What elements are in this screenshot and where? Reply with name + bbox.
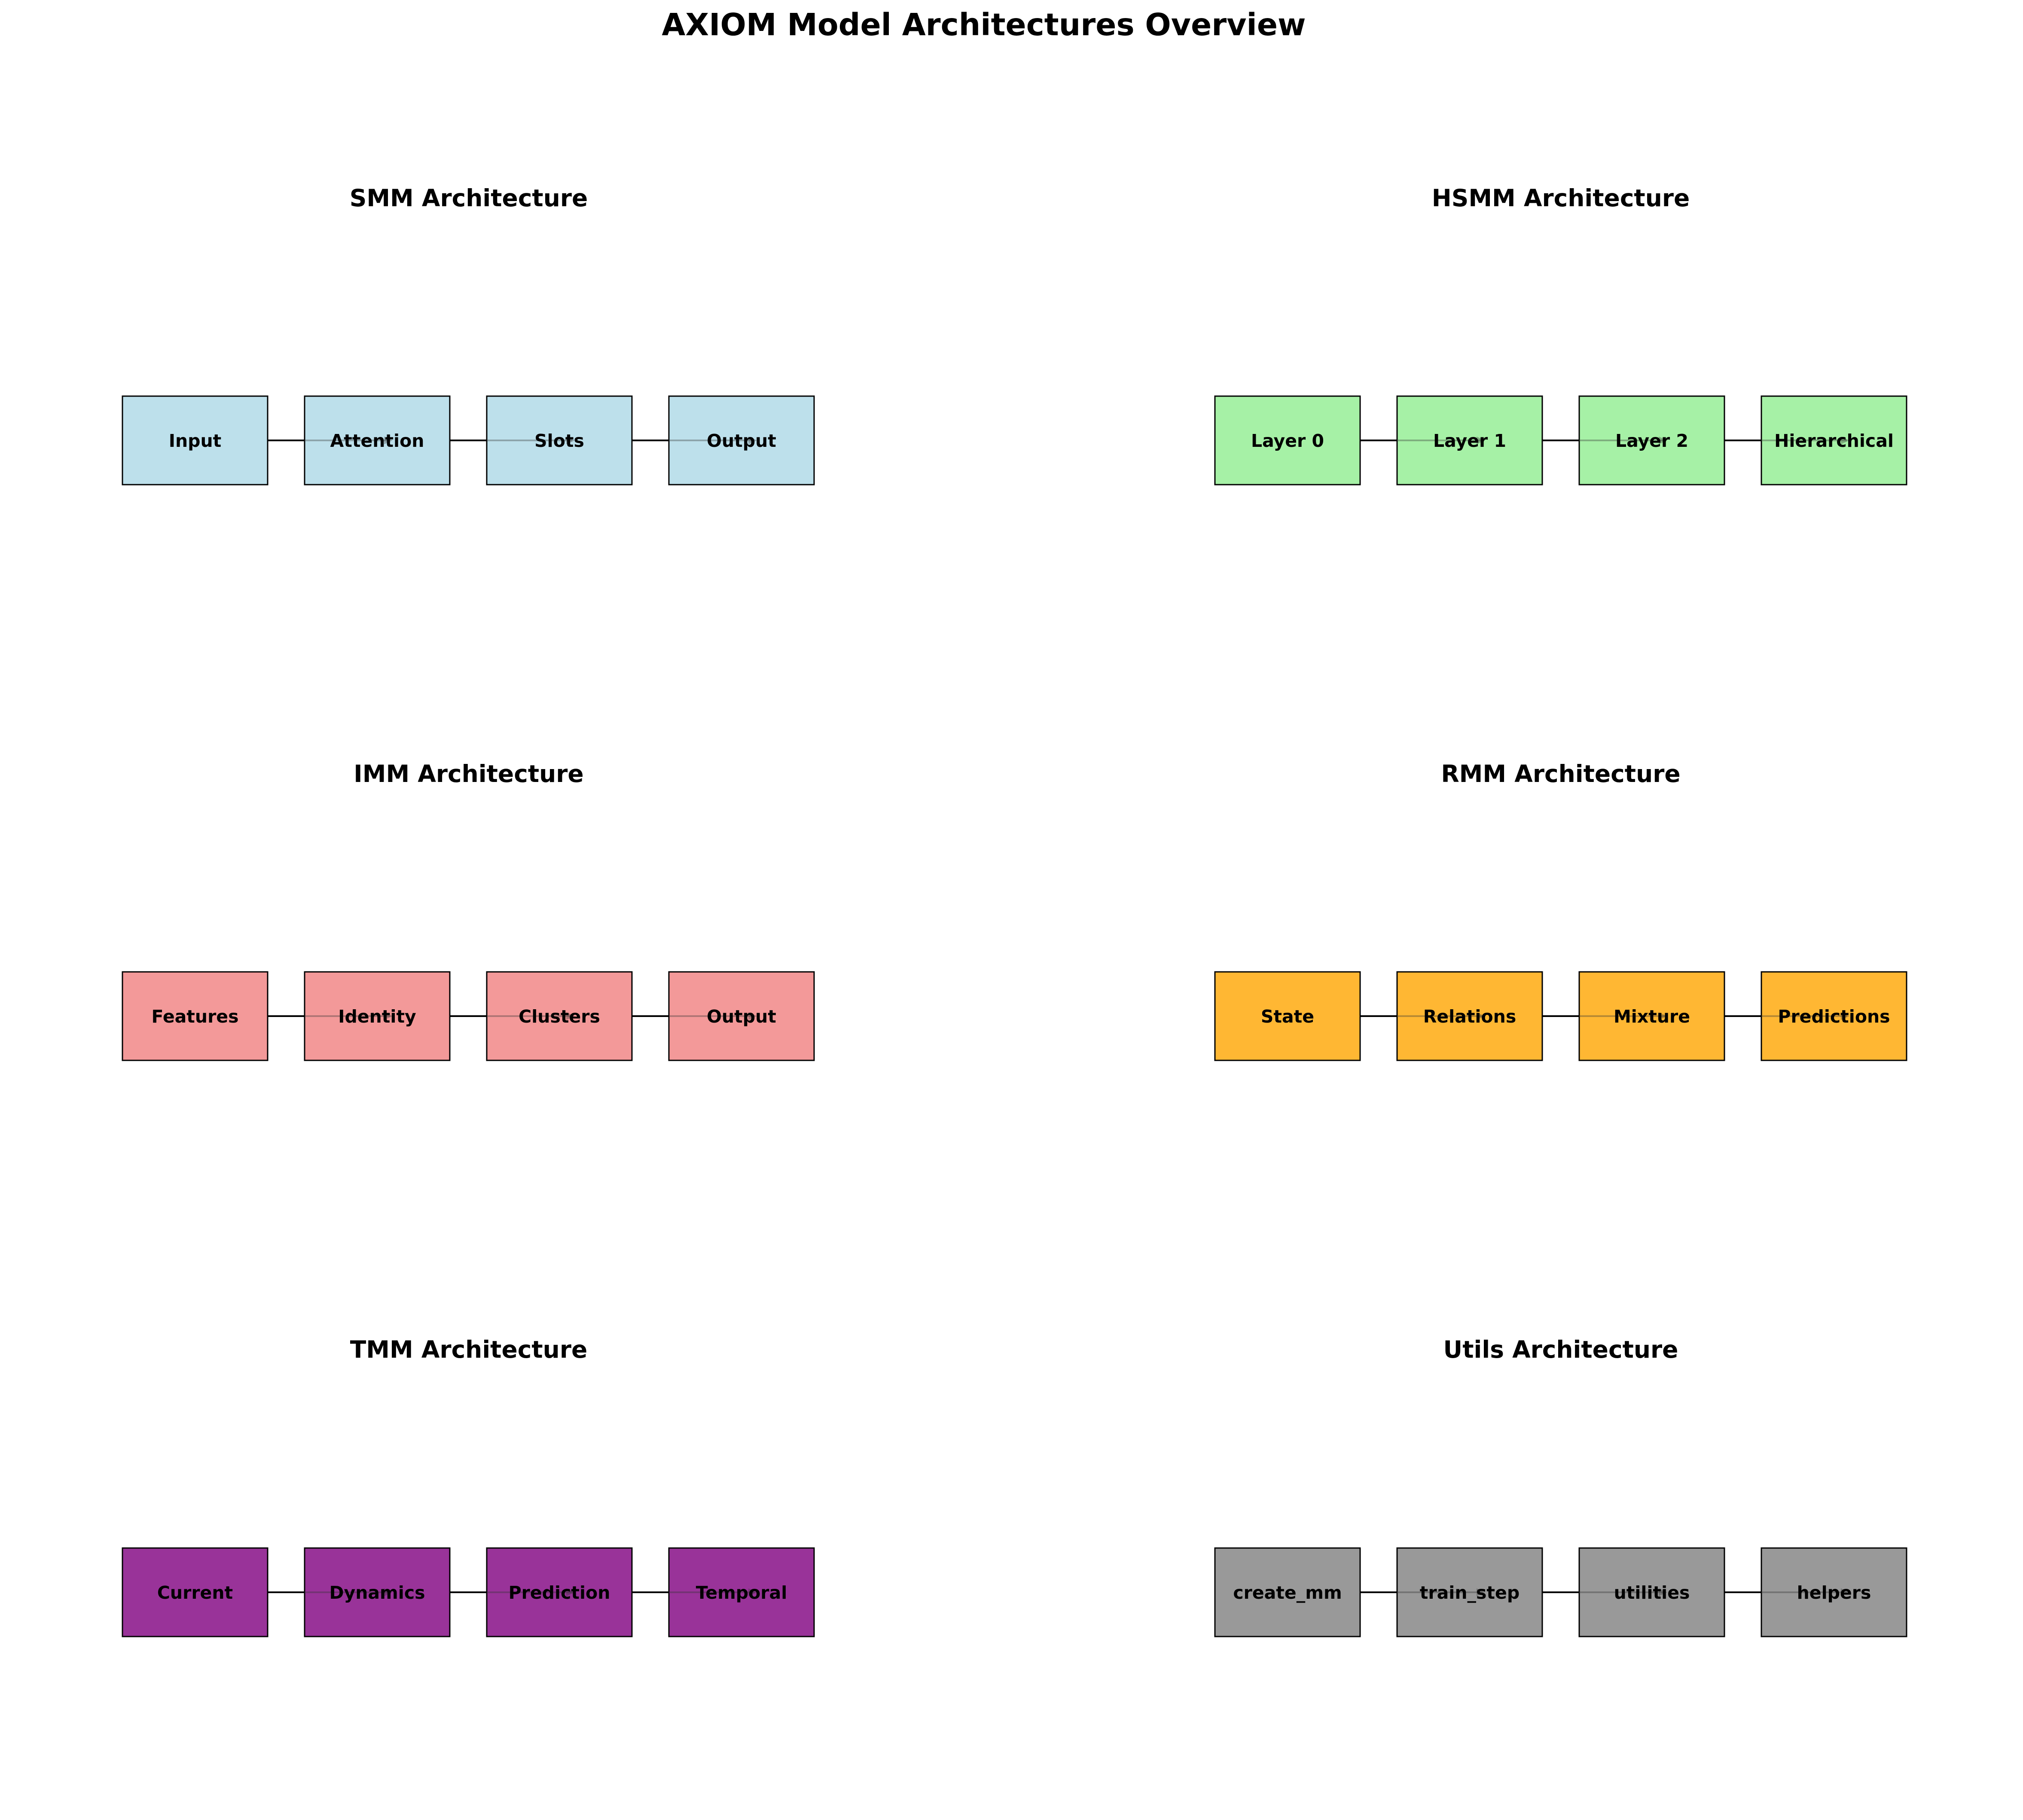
component-label-attention: Attention xyxy=(330,431,424,451)
component-label-current: Current xyxy=(157,1582,233,1603)
connector-arrowhead xyxy=(384,1588,393,1596)
component-label-output: Output xyxy=(707,431,776,451)
panel-title: Utils Architecture xyxy=(1443,1336,1678,1363)
connector-arrowhead xyxy=(1477,1588,1485,1596)
connector-arrowhead xyxy=(1659,1012,1667,1020)
connector-arrowhead xyxy=(1841,1012,1849,1020)
panel-title: SMM Architecture xyxy=(350,184,588,212)
component-label-identity: Identity xyxy=(338,1006,416,1027)
component-label-hierarchical: Hierarchical xyxy=(1774,431,1894,451)
component-label-helpers: helpers xyxy=(1797,1582,1871,1603)
component-box xyxy=(486,971,633,1061)
component-label-relations: Relations xyxy=(1423,1006,1516,1027)
panel-utils-architecture: Utils Architecture create_mm train_step uti… xyxy=(1214,1336,1907,1637)
component-label-utilities: utilities xyxy=(1614,1582,1690,1603)
component-label-layer-2: Layer 2 xyxy=(1615,431,1688,451)
component-label-predictions: Predictions xyxy=(1778,1006,1890,1027)
component-label-train-step: train_step xyxy=(1420,1582,1520,1603)
component-box xyxy=(1761,971,1907,1061)
component-label-temporal: Temporal xyxy=(696,1582,787,1603)
panel-title: HSMM Architecture xyxy=(1432,184,1690,212)
component-box xyxy=(1396,395,1543,486)
connector-arrowhead xyxy=(1659,1588,1667,1596)
connector-arrowhead xyxy=(748,1012,757,1020)
component-label-clusters: Clusters xyxy=(519,1006,600,1027)
connector-arrowhead xyxy=(384,1012,393,1020)
component-box xyxy=(668,971,815,1061)
connector-arrowhead xyxy=(748,437,757,444)
component-label-mixture: Mixture xyxy=(1614,1006,1690,1027)
component-label-features: Features xyxy=(151,1006,238,1027)
connector-arrowhead xyxy=(566,1012,575,1020)
component-label-dynamics: Dynamics xyxy=(329,1582,425,1603)
connector-arrowhead xyxy=(1841,1588,1849,1596)
connector-arrowhead xyxy=(1659,437,1667,444)
component-box xyxy=(1578,1547,1725,1637)
component-box xyxy=(122,971,269,1061)
panel-title: TMM Architecture xyxy=(350,1336,588,1363)
component-box xyxy=(1578,971,1725,1061)
component-box xyxy=(1214,971,1361,1061)
component-box xyxy=(304,1547,451,1637)
component-box xyxy=(1396,1547,1543,1637)
component-label-layer-1: Layer 1 xyxy=(1433,431,1506,451)
component-label-layer-0: Layer 0 xyxy=(1251,431,1324,451)
component-label-prediction: Prediction xyxy=(509,1582,610,1603)
connector-arrowhead xyxy=(748,1588,757,1596)
connector-arrowhead xyxy=(566,437,575,444)
component-box xyxy=(668,395,815,486)
component-box xyxy=(668,1547,815,1637)
component-label-state: State xyxy=(1261,1006,1314,1027)
connector-arrowhead xyxy=(1477,1012,1485,1020)
component-box xyxy=(1396,971,1543,1061)
component-box xyxy=(122,1547,269,1637)
component-label-input: Input xyxy=(169,431,222,451)
connector-arrowhead xyxy=(566,1588,575,1596)
connector-arrowhead xyxy=(1841,437,1849,444)
connector-arrowhead xyxy=(384,437,393,444)
component-label-slots: Slots xyxy=(534,431,584,451)
component-label-create-mm: create_mm xyxy=(1233,1582,1342,1603)
component-box xyxy=(486,395,633,486)
component-box xyxy=(304,395,451,486)
diagram-title: AXIOM Model Architectures Overview xyxy=(662,7,1306,43)
component-box xyxy=(1214,395,1361,486)
component-box xyxy=(486,1547,633,1637)
component-box xyxy=(1761,395,1907,486)
panel-title: IMM Architecture xyxy=(354,760,583,788)
panel-title: RMM Architecture xyxy=(1441,760,1680,788)
component-label-output: Output xyxy=(707,1006,776,1027)
connector-arrowhead xyxy=(1477,437,1485,444)
component-box xyxy=(122,395,269,486)
